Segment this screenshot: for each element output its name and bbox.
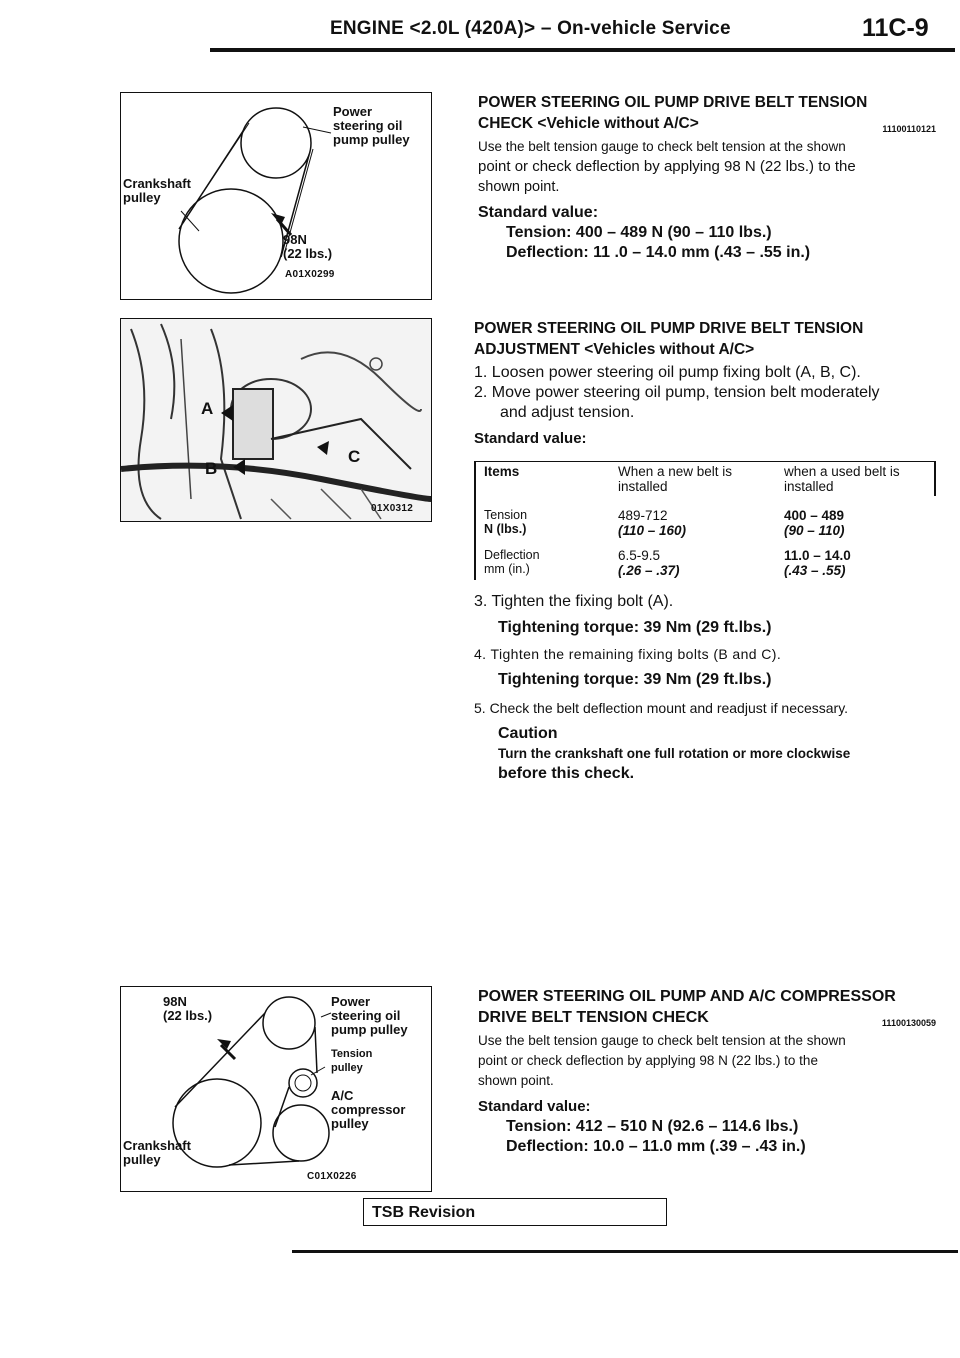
fig3-label-crank-1: Crankshaft — [123, 1138, 191, 1153]
sec2-caution-text-1: Turn the crankshaft one full rotation or… — [498, 746, 851, 761]
table-header-new: When a new belt is installed — [618, 464, 733, 494]
fig1-label-crank-1: Crankshaft — [123, 176, 191, 191]
sec2-step-2a: 2. Move power steering oil pump, tension… — [474, 384, 880, 401]
row-tension-new-2: (110 – 160) — [618, 523, 687, 538]
fig3-label-force-1: 98N — [163, 994, 187, 1009]
sec3-deflection: Deflection: 10.0 – 11.0 mm (.39 – .43 in… — [506, 1138, 806, 1155]
sec1-code: 11100110121 — [882, 124, 936, 134]
fig3-label-ac-3: pulley — [331, 1116, 369, 1131]
row-deflection-item-1: Deflection — [484, 548, 540, 562]
fig3-label-tension-1: Tension — [331, 1048, 373, 1060]
row-deflection-used-2: (.43 – .55) — [784, 563, 846, 578]
sec3-text-2: point or check deflection by applying 98… — [478, 1053, 818, 1068]
sec3-text-3: shown point. — [478, 1073, 554, 1088]
sec2-title-1: POWER STEERING OIL PUMP DRIVE BELT TENSI… — [474, 320, 864, 337]
sec2-torque-2: Tightening torque: 39 Nm (29 ft.lbs.) — [498, 671, 772, 688]
fig1-label-force-1: 98N — [283, 232, 307, 247]
row-tension-used-2: (90 – 110) — [784, 523, 845, 538]
sec1-std-label: Standard value: — [478, 204, 599, 221]
fig1-label-pump-2: steering oil — [333, 118, 403, 133]
sec3-title-1: POWER STEERING OIL PUMP AND A/C COMPRESS… — [478, 988, 896, 1005]
fig1-code: A01X0299 — [285, 269, 335, 280]
table-header-used: when a used belt is installed — [776, 461, 936, 496]
footer-rule — [292, 1250, 958, 1253]
table-row: Tension N (lbs.) 489-712 (110 – 160) 400… — [474, 496, 935, 540]
fig3-code: C01X0226 — [307, 1171, 357, 1182]
fig3-label-crank-2: pulley — [123, 1152, 161, 1167]
fig2-label-c: C — [348, 447, 361, 466]
figure-pump-bolts-photo: A B C 01X0312 — [120, 318, 432, 522]
table-header-items: Items — [474, 461, 610, 496]
engine-photo-illustration — [121, 319, 431, 521]
sec2-title-2: ADJUSTMENT <Vehicles without A/C> — [474, 341, 755, 358]
sec2-step-4: 4. Tighten the remaining fixing bolts (B… — [474, 646, 782, 662]
sec2-step-1: 1. Loosen power steering oil pump fixing… — [474, 364, 861, 381]
sec1-title-2: CHECK <Vehicle without A/C> — [478, 115, 699, 132]
section-tension-check-no-ac: POWER STEERING OIL PUMP DRIVE BELT TENSI… — [478, 92, 938, 263]
sec3-text-1: Use the belt tension gauge to check belt… — [478, 1033, 846, 1048]
sec1-title-1: POWER STEERING OIL PUMP DRIVE BELT TENSI… — [478, 94, 868, 111]
row-deflection-new-1: 6.5-9.5 — [618, 548, 661, 563]
sec1-text-2: point or check deflection by applying 98… — [478, 158, 856, 175]
figure-belt-check-with-ac: 98N (22 lbs.) Power steering oil pump pu… — [120, 986, 432, 1192]
section-tension-check-with-ac: POWER STEERING OIL PUMP AND A/C COMPRESS… — [478, 986, 938, 1157]
page-header-title: ENGINE <2.0L (420A)> – On-vehicle Servic… — [330, 18, 731, 39]
fig3-label-tension-2: pulley — [331, 1062, 363, 1074]
fig3-label-pump-3: pump pulley — [331, 1022, 408, 1037]
table-row: Deflection mm (in.) 6.5-9.5 (.26 – .37) … — [474, 540, 935, 580]
sec2-caution: Caution — [498, 725, 558, 742]
fig2-label-b: B — [205, 459, 218, 478]
fig2-label-a: A — [201, 399, 214, 418]
sec2-step-3: 3. Tighten the fixing bolt (A). — [474, 593, 674, 610]
sec1-tension: Tension: 400 – 489 N (90 – 110 lbs.) — [506, 224, 772, 241]
fig3-label-force-2: (22 lbs.) — [163, 1008, 213, 1023]
sec2-step-5: 5. Check the belt deflection mount and r… — [474, 700, 849, 716]
table-header-row: Items When a new belt is installed when … — [474, 461, 936, 496]
row-tension-new-1: 489-712 — [618, 508, 668, 523]
fig1-label-pump-1: Power — [333, 104, 373, 119]
sec2-std-label: Standard value: — [474, 430, 587, 447]
row-tension-item-2: N (lbs.) — [484, 522, 527, 536]
belt-diagram-1 — [178, 107, 332, 294]
sec2-caution-text-2: before this check. — [498, 765, 635, 782]
belt-diagram-3 — [172, 996, 332, 1168]
sec2-step-2b: and adjust tension. — [500, 404, 635, 421]
row-deflection-used-1: 11.0 – 14.0 — [784, 548, 851, 563]
fig3-label-pump-1: Power — [331, 994, 371, 1009]
tsb-revision-box: TSB Revision — [363, 1198, 667, 1226]
fig3-label-ac-2: compressor — [331, 1102, 406, 1117]
figure-belt-check-no-ac: Power steering oil pump pulley Crankshaf… — [120, 92, 432, 300]
row-tension-used-1: 400 – 489 — [784, 508, 845, 523]
standard-value-table: Items When a new belt is installed when … — [474, 461, 936, 580]
fig1-label-crank-2: pulley — [123, 190, 161, 205]
sec1-text-3: shown point. — [478, 179, 560, 195]
page-number: 11C-9 — [862, 14, 929, 42]
sec3-tension: Tension: 412 – 510 N (92.6 – 114.6 lbs.) — [506, 1118, 799, 1135]
sec2-torque-1: Tightening torque: 39 Nm (29 ft.lbs.) — [498, 619, 772, 636]
sec1-deflection: Deflection: 11 .0 – 14.0 mm (.43 – .55 i… — [506, 244, 811, 261]
sec3-code: 11100130059 — [881, 1018, 936, 1028]
section-tension-adjustment: POWER STEERING OIL PUMP DRIVE BELT TENSI… — [474, 318, 940, 784]
fig1-label-force-2: (22 lbs.) — [283, 246, 333, 261]
row-tension-item-1: Tension — [484, 508, 528, 522]
sec1-text-1: Use the belt tension gauge to check belt… — [478, 139, 846, 154]
fig1-label-pump-3: pump pulley — [333, 132, 410, 147]
header-rule — [210, 48, 955, 52]
sec3-title-2: DRIVE BELT TENSION CHECK — [478, 1009, 709, 1026]
fig2-code: 01X0312 — [371, 503, 414, 514]
row-deflection-new-2: (.26 – .37) — [618, 563, 680, 578]
fig3-label-ac-1: A/C — [331, 1088, 354, 1103]
fig3-label-pump-2: steering oil — [331, 1008, 401, 1023]
sec3-std-label: Standard value: — [478, 1098, 591, 1115]
row-deflection-item-2: mm (in.) — [484, 562, 530, 576]
